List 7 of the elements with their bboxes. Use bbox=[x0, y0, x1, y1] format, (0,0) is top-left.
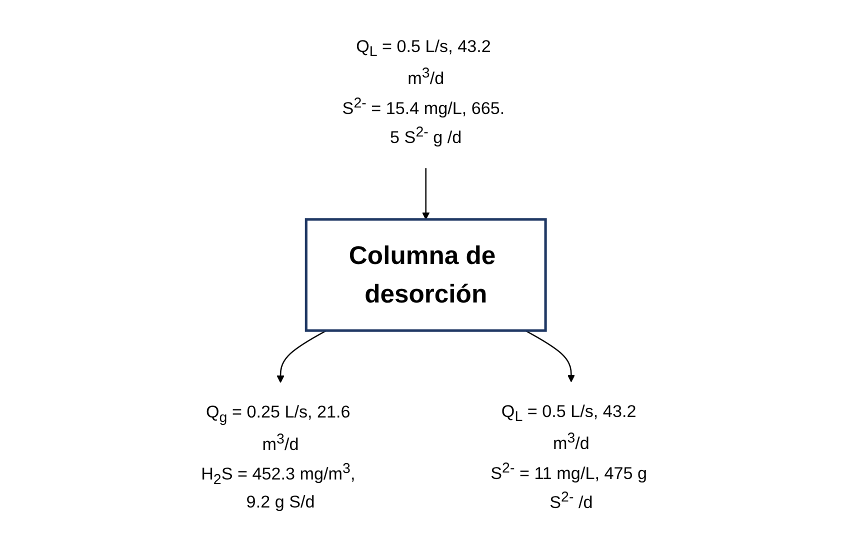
arrow bbox=[422, 168, 430, 220]
arrow bbox=[524, 330, 575, 382]
node-text: Q$_{L}$ = 0.5 L/s, 43.2 m$^{3}$/d S$^{2-}$ = 15.4 mg/L, 665. 5 S$^{2-}$ g /d bbox=[342, 37, 504, 148]
arrow bbox=[276, 330, 326, 383]
node-box: Columna de desorción bbox=[304, 218, 546, 332]
node-text: Q$_{L}$ = 0.5 L/s, 43.2 m$^{3}$/d S$^{2-}$ = 11 mg/L, 475 g S$^{2-}$ /d bbox=[490, 402, 647, 513]
node-text: Q$_{g}$ = 0.25 L/s, 21.6 m$^{3}$/d H$_{2}$S = 452.3 mg/m$^{3}$, 9.2 g S/d bbox=[200, 403, 355, 512]
